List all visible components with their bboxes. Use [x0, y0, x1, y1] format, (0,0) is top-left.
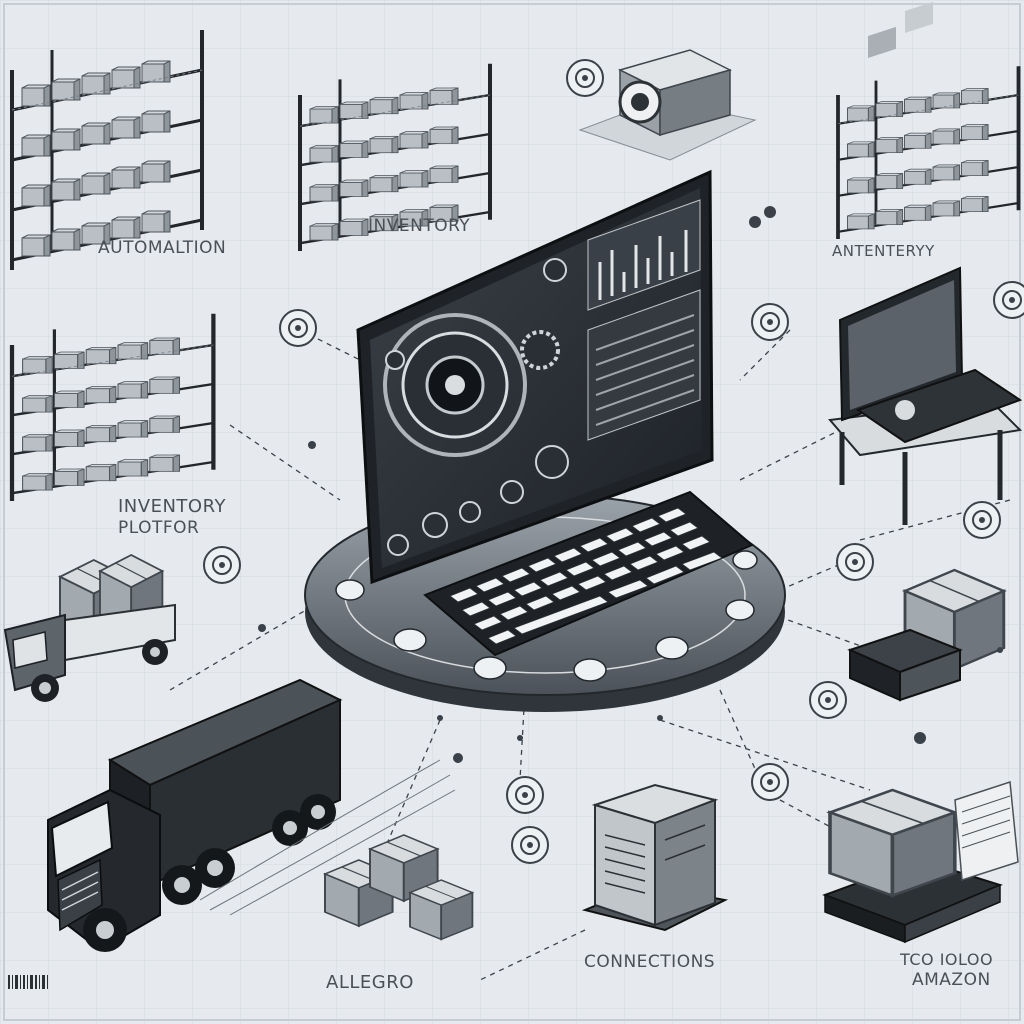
node-icon — [993, 281, 1024, 319]
label-inventory-top: INVENTORY — [368, 216, 471, 236]
scanner-device — [578, 49, 757, 161]
node-icon — [751, 303, 789, 341]
label-connections: CONNECTIONS — [584, 952, 716, 972]
label-automation: AUTOMALTION — [98, 238, 227, 258]
node-icon — [836, 543, 874, 581]
semi-truck — [47, 678, 456, 952]
node-icon — [566, 59, 604, 97]
keyboard-keys — [449, 507, 723, 645]
node-icon — [963, 501, 1001, 539]
label-inventory-platform-line2: PLOTFOR — [118, 518, 200, 538]
central-workstation — [304, 169, 786, 712]
label-allegro: ALLEGRO — [326, 972, 414, 993]
node-icon — [809, 681, 847, 719]
node-icon — [506, 776, 544, 814]
label-amazon-line1: TCO IOLOO — [900, 950, 994, 969]
small-delivery-truck — [3, 554, 176, 702]
frame-border — [3, 3, 1021, 1021]
node-icon — [511, 826, 549, 864]
laptop-desk — [828, 1, 1023, 525]
label-inventory-platform-line1: INVENTORY — [118, 496, 226, 517]
connections-server — [581, 783, 729, 932]
node-icon — [203, 546, 241, 584]
small-dots — [258, 206, 1003, 763]
label-amazon: AMAZON — [912, 970, 991, 990]
label-printer — [847, 628, 963, 702]
amazon-pallet — [822, 780, 1019, 944]
label-antentery: ANTENTERYY — [832, 242, 935, 260]
barcode — [8, 975, 48, 989]
node-icon — [751, 763, 789, 801]
node-icon — [279, 309, 317, 347]
